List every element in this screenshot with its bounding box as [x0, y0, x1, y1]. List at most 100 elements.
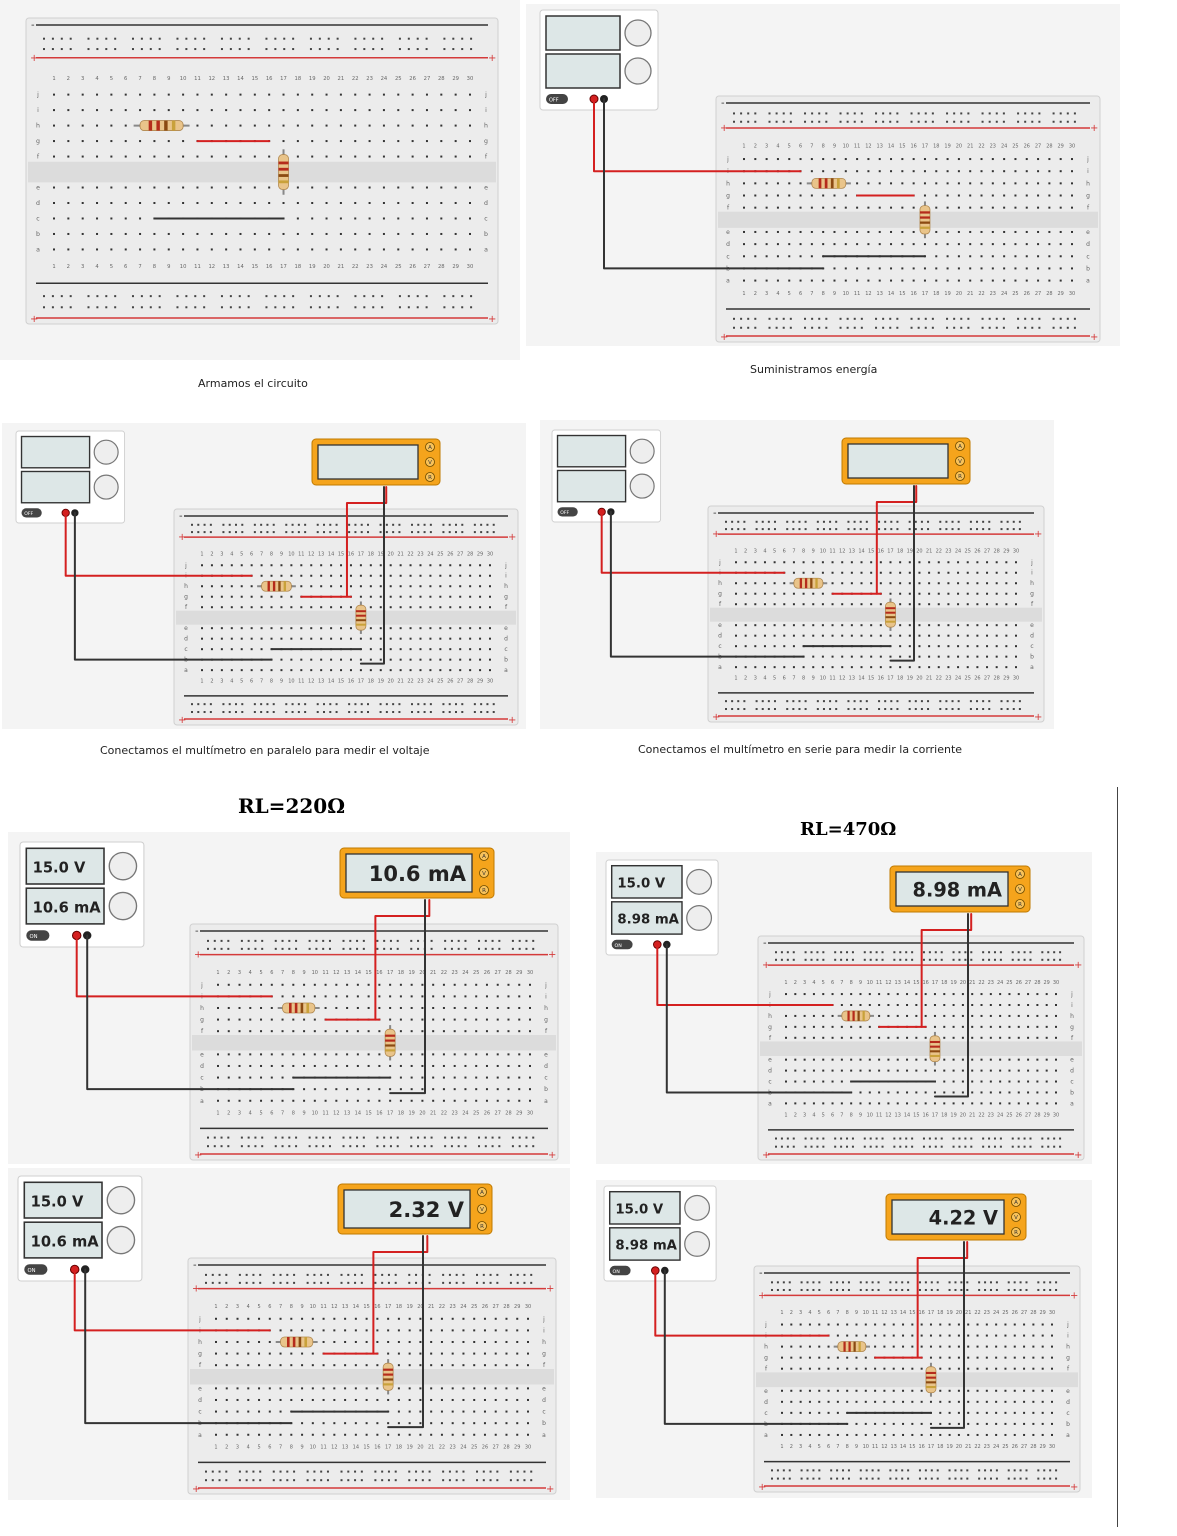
hole [995, 1389, 998, 1392]
rail-hole [988, 317, 991, 320]
hole [311, 1433, 314, 1436]
hole [442, 1018, 445, 1021]
hole [1032, 1411, 1035, 1414]
column-number: 30 [1053, 1113, 1059, 1119]
hole [1027, 1091, 1030, 1094]
rail-hole [851, 1145, 854, 1148]
hole [359, 585, 362, 588]
column-number: 3 [81, 76, 84, 82]
hole [356, 1053, 359, 1056]
hole [976, 634, 979, 637]
resistor-band [852, 1010, 855, 1021]
column-number: 9 [859, 1113, 862, 1119]
hole [802, 603, 805, 606]
rail-hole [822, 708, 825, 711]
rail-hole [530, 1273, 533, 1276]
hole [419, 1329, 422, 1332]
hole [821, 571, 824, 574]
rail-hole [789, 112, 792, 115]
hole [419, 1410, 422, 1413]
hole [799, 1411, 802, 1414]
hole [892, 1433, 895, 1436]
hole [883, 1433, 886, 1436]
hole [1004, 1411, 1007, 1414]
hole [952, 1091, 955, 1094]
column-number: 12 [839, 676, 845, 682]
column-number: 7 [836, 1310, 839, 1316]
hole [999, 1014, 1002, 1017]
rail-hole [96, 306, 99, 309]
column-number: 11 [876, 980, 882, 986]
rail-hole [1031, 120, 1034, 123]
rail-hole [286, 1281, 289, 1284]
hole [976, 1389, 979, 1392]
rail-hole [800, 1469, 803, 1472]
rail-hole [755, 520, 758, 523]
rail-hole [901, 1288, 904, 1291]
hole [397, 155, 400, 158]
hole [821, 603, 824, 606]
column-number: 17 [922, 291, 928, 297]
rail-hole [859, 528, 862, 531]
hole [258, 1398, 261, 1401]
rail-hole [295, 947, 298, 950]
rail-hole [291, 711, 294, 714]
hole [479, 669, 482, 672]
rail-hole [288, 947, 291, 950]
center-trench [28, 161, 496, 183]
hole [1059, 267, 1062, 270]
hole [344, 1398, 347, 1401]
rail-hole [877, 1288, 880, 1291]
hole [864, 1334, 867, 1337]
rail-hole [768, 120, 771, 123]
hole [454, 124, 457, 127]
hole [995, 582, 998, 585]
rail-hole [421, 1479, 424, 1482]
column-number: 8 [802, 548, 805, 554]
hole [831, 634, 834, 637]
hole [1037, 279, 1040, 282]
rail-hole [743, 700, 746, 703]
hole [966, 645, 969, 648]
hole [354, 217, 357, 220]
hole [240, 637, 243, 640]
hole [908, 592, 911, 595]
hole [856, 230, 859, 233]
hole [494, 1340, 497, 1343]
hole [496, 1064, 499, 1067]
hole [991, 206, 994, 209]
rail-hole [308, 1136, 311, 1139]
multimeter-display [847, 443, 949, 479]
hole [1004, 1367, 1007, 1370]
hole [735, 582, 737, 585]
hole [268, 124, 271, 127]
rail-hole [1055, 1288, 1058, 1291]
hole [250, 564, 253, 567]
hole [989, 1069, 992, 1072]
hole [892, 1422, 895, 1425]
rail-hole [775, 326, 778, 329]
rail-hole [313, 1273, 316, 1276]
hole [937, 582, 940, 585]
hole [946, 194, 949, 197]
hole [980, 1080, 983, 1083]
hole [868, 1058, 871, 1061]
hole [827, 1411, 830, 1414]
resistor [919, 201, 931, 239]
hole [210, 595, 213, 598]
hole [369, 669, 372, 672]
hole [908, 655, 911, 658]
hole [1036, 993, 1039, 996]
rail-hole [957, 520, 960, 523]
hole [1005, 603, 1008, 606]
rail-hole [782, 1281, 785, 1284]
rail-hole [43, 295, 45, 298]
resistor-band [885, 620, 896, 623]
hole [966, 624, 969, 627]
rail-hole [1029, 951, 1032, 954]
hole [397, 1317, 400, 1320]
hole [290, 658, 293, 661]
rail-plus-symbol: + [30, 314, 38, 325]
column-number: 8 [850, 1113, 853, 1119]
rail-hole [995, 317, 998, 320]
